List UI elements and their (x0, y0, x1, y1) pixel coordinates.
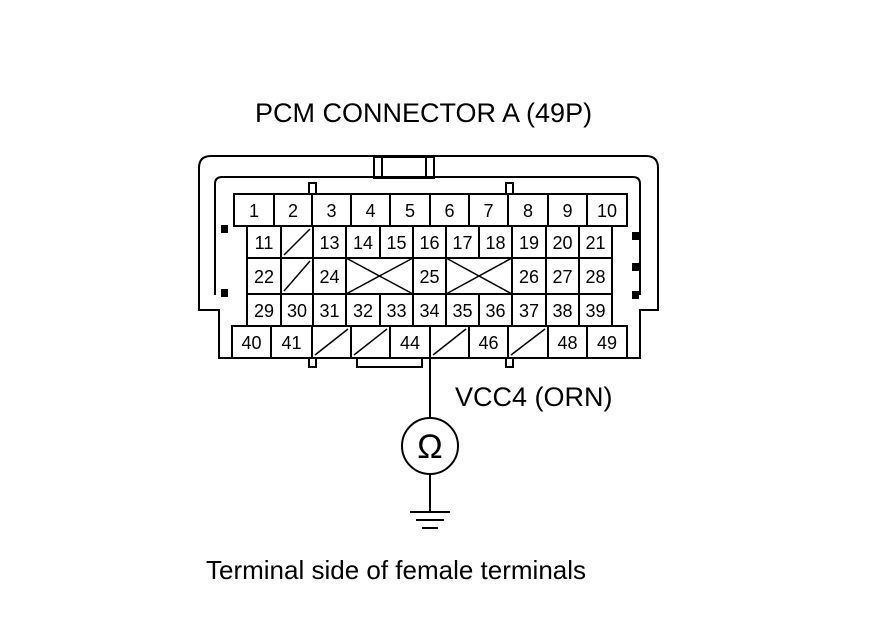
terminal-cell-29 (246, 293, 282, 327)
terminal-cell-26 (511, 257, 547, 295)
terminal-cell-40 (231, 325, 272, 359)
terminal-number-41: 41 (281, 333, 301, 353)
terminal-number-44: 44 (400, 333, 420, 353)
terminal-number-13: 13 (319, 233, 339, 253)
terminal-number-2: 2 (288, 201, 298, 221)
terminal-number-38: 38 (552, 301, 572, 321)
terminal-number-31: 31 (319, 301, 339, 321)
side-notch-right-3 (632, 291, 639, 299)
terminal-cell-5 (389, 193, 431, 227)
terminal-cell-16 (412, 225, 447, 259)
terminal-number-34: 34 (419, 301, 439, 321)
terminal-cell-2 (273, 193, 313, 227)
terminal-number-8: 8 (523, 201, 533, 221)
side-notch-right-1 (632, 232, 639, 240)
connector-housing (198, 155, 659, 359)
side-notch-right-2 (632, 263, 639, 271)
terminal-number-16: 16 (419, 233, 439, 253)
terminal-number-49: 49 (597, 333, 617, 353)
terminal-number-29: 29 (254, 301, 274, 321)
terminal-cell-39 (578, 293, 613, 327)
terminal-cell-37 (511, 293, 547, 327)
terminal-cell-7 (468, 193, 509, 227)
terminal-number-27: 27 (552, 267, 572, 287)
terminal-number-28: 28 (585, 267, 605, 287)
diagram-caption: Terminal side of female terminals (206, 555, 587, 585)
marker-post-top-left (308, 182, 317, 195)
unused-cavity-mark (353, 328, 388, 356)
terminal-cell-18 (478, 225, 513, 259)
unused-cavity-mark (510, 328, 546, 356)
terminal-number-35: 35 (452, 301, 472, 321)
side-notch-left-1 (221, 225, 228, 233)
terminal-number-20: 20 (552, 233, 572, 253)
terminal-cell-31 (312, 293, 347, 327)
terminal-number-19: 19 (519, 233, 539, 253)
terminal-number-25: 25 (419, 267, 439, 287)
terminal-cell-49 (586, 325, 628, 359)
terminal-cell-36 (478, 293, 513, 327)
terminal-number-37: 37 (519, 301, 539, 321)
terminal-number-3: 3 (326, 201, 336, 221)
terminal-number-9: 9 (562, 201, 572, 221)
terminal-cell-32 (345, 293, 381, 327)
terminal-number-24: 24 (319, 267, 339, 287)
unused-cavity-mark (283, 260, 311, 292)
terminal-number-32: 32 (353, 301, 373, 321)
terminal-number-26: 26 (519, 267, 539, 287)
terminal-number-14: 14 (353, 233, 373, 253)
terminal-number-17: 17 (452, 233, 472, 253)
terminal-cell-34 (412, 293, 447, 327)
probe-wire-label: VCC4 (ORN) (455, 382, 613, 412)
unused-cavity-mark (345, 257, 414, 295)
terminal-number-15: 15 (386, 233, 406, 253)
ground-icon (410, 511, 450, 529)
terminal-number-21: 21 (585, 233, 605, 253)
terminal-number-36: 36 (485, 301, 505, 321)
terminal-number-46: 46 (478, 333, 498, 353)
terminal-number-40: 40 (241, 333, 261, 353)
terminal-number-7: 7 (483, 201, 493, 221)
terminal-number-4: 4 (365, 201, 375, 221)
terminal-number-11: 11 (255, 233, 274, 253)
unused-cavity-mark (283, 228, 311, 256)
terminal-cell-44 (389, 325, 431, 359)
terminal-number-1: 1 (249, 201, 259, 221)
connector-latch (373, 156, 435, 179)
terminal-number-10: 10 (597, 201, 617, 221)
ohm-icon: Ω (417, 428, 442, 466)
unused-cavity-mark (314, 328, 349, 356)
connector-title: PCM CONNECTOR A (49P) (255, 98, 593, 128)
side-notch-left-2 (221, 289, 228, 297)
terminal-number-6: 6 (444, 201, 454, 221)
terminal-number-48: 48 (557, 333, 577, 353)
marker-post-top-right (505, 182, 514, 195)
terminal-number-33: 33 (386, 301, 406, 321)
terminal-number-39: 39 (585, 301, 605, 321)
unused-cavity-mark (445, 257, 513, 295)
terminal-cell-15 (379, 225, 414, 259)
unused-cavity-mark (432, 328, 467, 356)
terminal-cell-4 (350, 193, 391, 227)
terminal-number-5: 5 (405, 201, 415, 221)
terminal-number-30: 30 (287, 301, 307, 321)
connector-bottom-key (356, 357, 423, 368)
terminal-cell-48 (547, 325, 588, 359)
terminal-number-18: 18 (485, 233, 505, 253)
terminal-number-22: 22 (254, 267, 274, 287)
